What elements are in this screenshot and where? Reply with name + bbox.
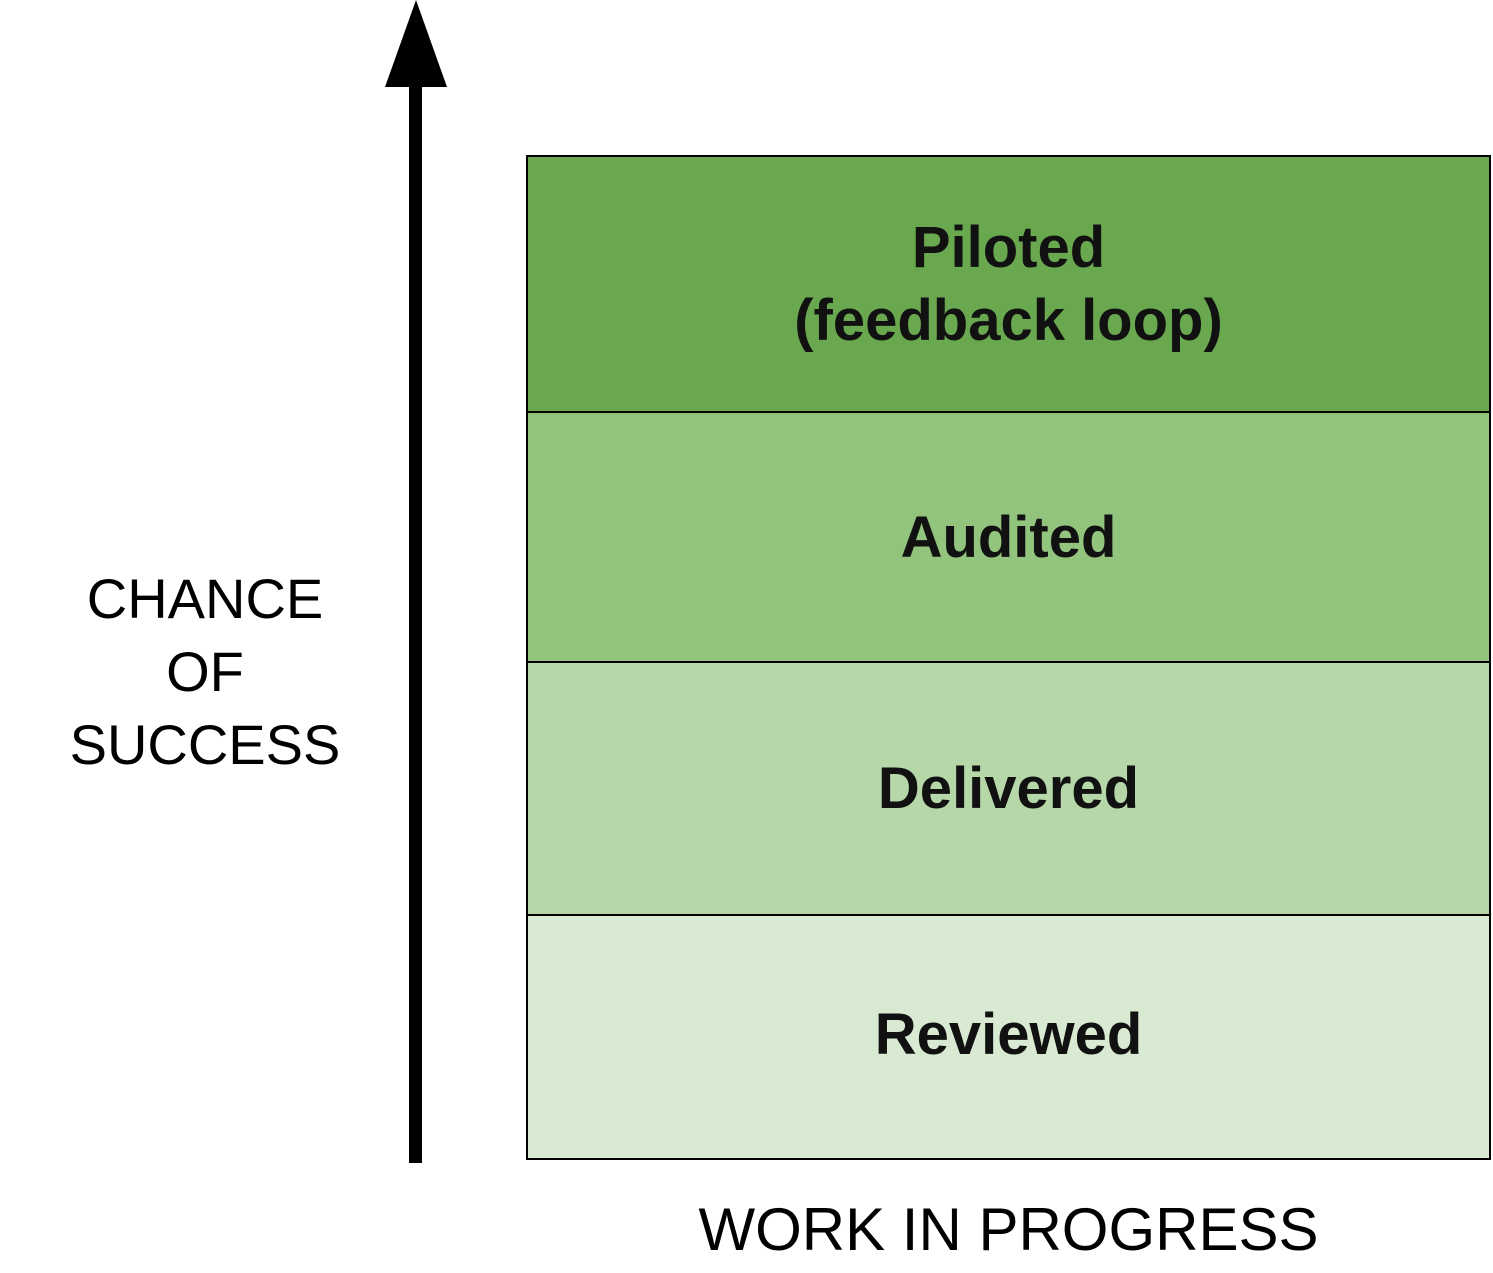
level-delivered-label: Delivered: [877, 756, 1140, 821]
level-audited: Audited: [528, 411, 1489, 661]
level-piloted-label: Piloted (feedback loop): [794, 215, 1223, 353]
y-axis-label: CHANCE OF SUCCESS: [69, 567, 341, 776]
level-delivered: Delivered: [528, 661, 1489, 914]
maturity-stack: Piloted (feedback loop) Audited Delivere…: [526, 155, 1491, 1160]
level-reviewed-label: Reviewed: [874, 1002, 1143, 1067]
level-reviewed: Reviewed: [528, 914, 1489, 1158]
arrow-head: [385, 0, 447, 87]
level-audited-label: Audited: [900, 504, 1117, 570]
arrow-shaft: [409, 80, 422, 1163]
level-piloted: Piloted (feedback loop): [528, 157, 1489, 411]
x-axis-label: WORK IN PROGRESS: [698, 1196, 1319, 1263]
chance-of-success-arrow: [385, 0, 447, 1163]
